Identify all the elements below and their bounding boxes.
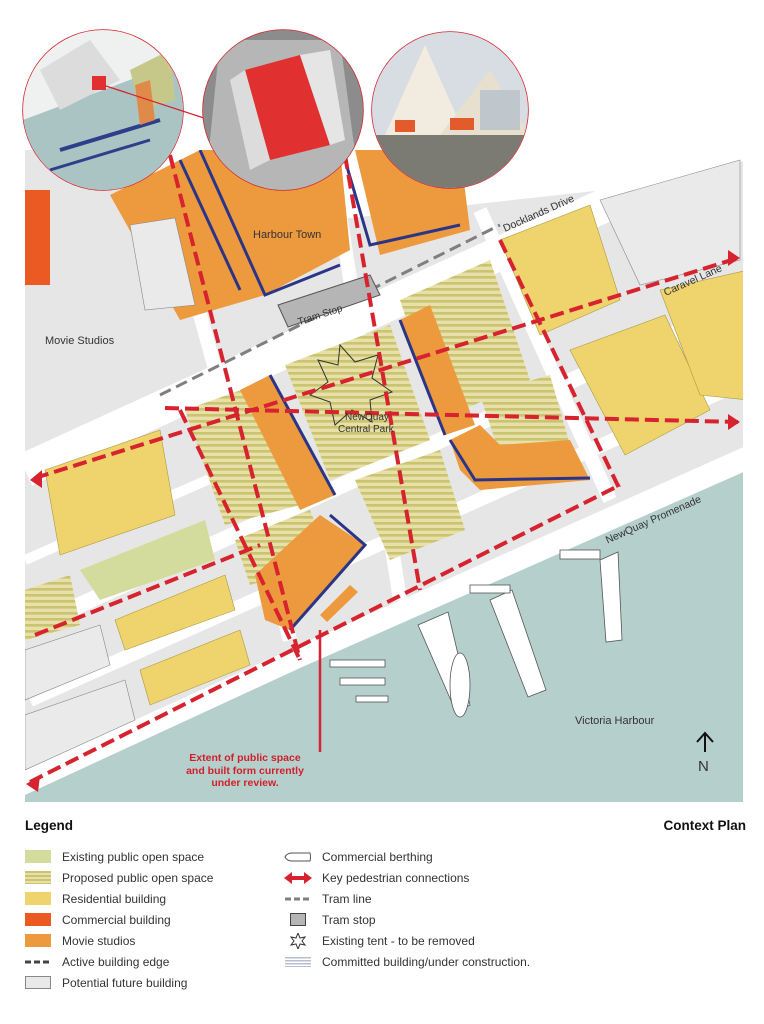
studio-block-l-shape	[450, 425, 590, 490]
future-building-west-1	[25, 624, 111, 701]
residential-block-3	[659, 270, 743, 400]
existing-open-space-west	[80, 520, 215, 600]
swatch-future-building	[25, 976, 51, 989]
boat-icon	[284, 852, 311, 861]
legend-label: Key pedestrian connections	[322, 870, 470, 885]
label-central-park-1: NewQuay	[345, 412, 389, 423]
review-note: Extent of public space and built form cu…	[160, 752, 330, 790]
legend-item: Existing tent - to be removed	[284, 930, 530, 951]
legend-label: Committed building/under construction.	[322, 954, 531, 969]
newquay-promenade-path	[25, 447, 743, 795]
future-building-east	[599, 159, 741, 286]
legend-label: Commercial berthing	[322, 849, 433, 864]
studio-block-park-east	[400, 305, 475, 435]
swatch-movie-studios	[25, 934, 51, 947]
tram-line-icon	[285, 897, 311, 900]
residential-block-4	[44, 429, 176, 556]
legend-title: Legend	[25, 818, 74, 833]
hatch-lines-icon	[285, 956, 311, 967]
legend-label: Existing tent - to be removed	[322, 933, 475, 948]
north-arrow-icon: N	[696, 731, 714, 775]
double-arrow-icon	[284, 871, 312, 884]
legend-label: Proposed public open space	[62, 870, 214, 885]
inset-tent-photo	[371, 31, 529, 189]
residential-block-5	[114, 574, 236, 651]
legend-item: Active building edge	[24, 951, 213, 972]
legend-right-column: Commercial berthing Key pedestrian conne…	[284, 846, 530, 972]
review-note-line-1: Extent of public space	[189, 752, 301, 764]
legend-item: Residential building	[24, 888, 213, 909]
tram-stop-icon	[290, 913, 306, 926]
legend-item: Tram stop	[284, 909, 530, 930]
legend-item: Commercial berthing	[284, 846, 530, 867]
legend-label: Movie studios	[62, 933, 136, 948]
studio-block-small	[320, 585, 358, 622]
dashed-line-icon	[25, 960, 51, 963]
swatch-commercial	[25, 913, 51, 926]
legend-item: Potential future building	[24, 972, 213, 993]
label-movie-studios: Movie Studios	[45, 335, 115, 347]
legend-label: Potential future building	[62, 975, 188, 990]
inset-location-map	[22, 29, 211, 191]
commercial-building-block	[25, 190, 50, 285]
future-building-harbour	[129, 217, 196, 311]
committed-building-south	[355, 450, 465, 560]
legend-item: Commercial building	[24, 909, 213, 930]
label-north: N	[698, 758, 709, 775]
pedestrian-arrow-heads	[26, 250, 740, 792]
legend-label: Tram stop	[322, 912, 376, 927]
legend-label: Commercial building	[62, 912, 171, 927]
legend-item: Proposed public open space	[24, 867, 213, 888]
tent-icon	[290, 932, 306, 949]
swatch-residential	[25, 892, 51, 905]
key-pedestrian-connections	[29, 154, 739, 784]
future-building-west-2	[25, 679, 136, 771]
boat-icon	[449, 652, 471, 718]
label-harbour-town: Harbour Town	[253, 229, 321, 241]
label-victoria-harbour: Victoria Harbour	[575, 715, 655, 727]
legend-label: Existing public open space	[62, 849, 205, 864]
label-central-park-2: Central Park	[338, 424, 395, 435]
legend-item: Tram line	[284, 888, 530, 909]
review-note-line-2: and built form currently	[186, 764, 304, 777]
inset-aerial-photo	[202, 29, 364, 191]
context-plan-title: Context Plan	[663, 818, 746, 833]
legend-item: Key pedestrian connections	[284, 867, 530, 888]
legend-label: Tram line	[322, 891, 372, 906]
tram-stop-box	[277, 274, 381, 328]
legend-item: Movie studios	[24, 930, 213, 951]
studio-block-park-west	[240, 375, 335, 510]
residential-block-6	[139, 629, 251, 706]
legend-item: Committed building/under construction.	[284, 951, 530, 972]
review-note-line-3: under review.	[211, 777, 279, 789]
legend-label: Residential building	[62, 891, 167, 906]
legend-left-column: Existing public open space Proposed publ…	[24, 846, 213, 993]
context-plan-map: Harbour Town Tram Stop Movie Studios New…	[22, 29, 743, 802]
legend-label: Active building edge	[62, 954, 170, 969]
swatch-existing-open-space	[25, 850, 51, 863]
tent-icon	[308, 343, 394, 426]
swatch-proposed-open-space	[25, 871, 51, 884]
legend-item: Existing public open space	[24, 846, 213, 867]
studio-block-south	[255, 515, 365, 630]
